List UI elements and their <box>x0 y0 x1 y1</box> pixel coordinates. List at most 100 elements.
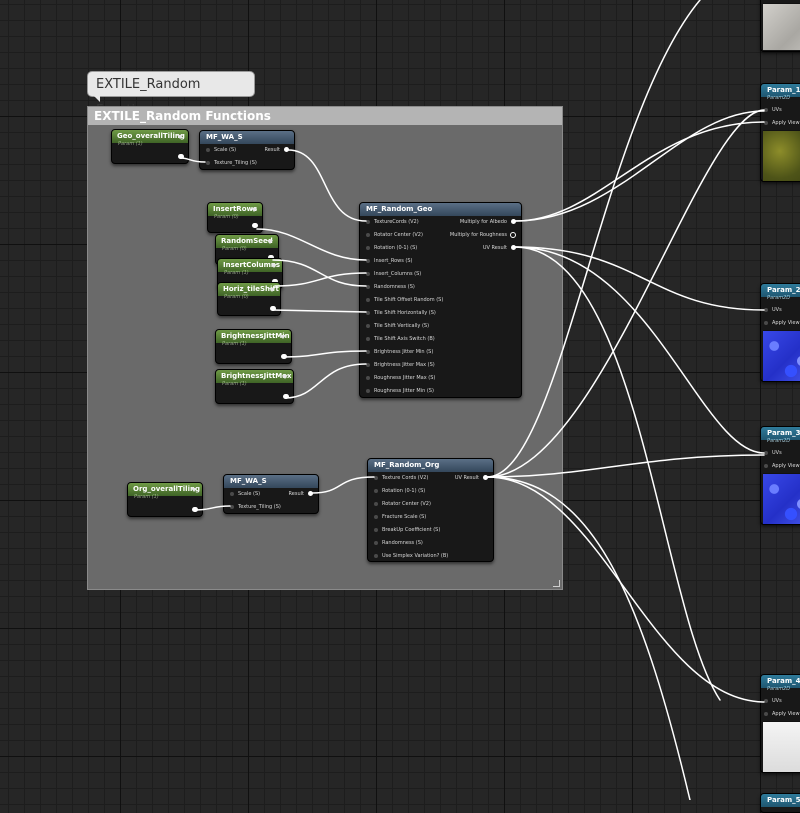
collapse-arrow-icon[interactable] <box>267 240 273 244</box>
output-pin-uv-result[interactable]: UV Result <box>483 244 517 252</box>
texture-param-3[interactable]: Param_3 Param2D UVs Apply View <box>760 426 800 525</box>
param-org-overall-tiling[interactable]: Org_overallTiling Param (1) <box>127 482 203 517</box>
input-pin-roughness-jitter-max[interactable]: Roughness Jitter Max (S) <box>366 374 435 382</box>
texture-param-5[interactable]: Param_5 <box>760 793 800 813</box>
node-subtitle: Param (1) <box>134 494 159 500</box>
node-subtitle: Param (1) <box>222 341 247 347</box>
output-pin[interactable] <box>270 306 276 311</box>
node-mf-wa-s-top[interactable]: MF_WA_S Scale (S) Texture_Tiling (S) Res… <box>199 130 295 170</box>
input-pin-rotation[interactable]: Rotation (0-1) (S) <box>366 244 417 252</box>
input-pin-scale[interactable]: Scale (S) <box>230 490 260 498</box>
comment-header[interactable]: EXTILE_Random Functions <box>88 107 562 125</box>
output-pin-result[interactable]: Result <box>289 490 314 498</box>
input-pin-texture-cords[interactable]: TextureCords (V2) <box>366 218 419 226</box>
input-pin-texture-tiling[interactable]: Texture_Tiling (S) <box>230 503 281 511</box>
texture-preview <box>763 3 800 50</box>
texture-preview <box>763 330 800 381</box>
collapse-arrow-icon[interactable] <box>251 208 257 212</box>
collapse-arrow-icon[interactable] <box>282 375 288 379</box>
input-pin-breakup-coefficient[interactable]: BreakUp Coefficient (S) <box>374 526 440 534</box>
node-title: BrightnessJittMin <box>216 330 291 343</box>
input-pin-uvs[interactable]: UVs <box>764 306 782 314</box>
texture-preview <box>763 473 800 524</box>
input-pin-texture-tiling[interactable]: Texture_Tiling (S) <box>206 159 257 167</box>
output-pin-uv-result[interactable]: UV Result <box>455 474 489 482</box>
input-pin-tile-shift-offset-random[interactable]: Tile Shift Offset Random (S) <box>366 296 443 304</box>
output-pin[interactable] <box>192 507 198 512</box>
input-pin-uvs[interactable]: UVs <box>764 449 782 457</box>
param-brightness-jitt-max[interactable]: BrightnessJittMax Param (1) <box>215 369 294 404</box>
node-title: MF_WA_S <box>224 475 318 488</box>
collapse-arrow-icon[interactable] <box>269 288 275 292</box>
node-title: MF_Random_Geo <box>360 203 521 216</box>
input-pin-rotator-center[interactable]: Rotator Center (V2) <box>374 500 431 508</box>
input-pin-scale[interactable]: Scale (S) <box>206 146 236 154</box>
input-pin-brightness-jitter-max[interactable]: Brightness Jitter Max (S) <box>366 361 435 369</box>
input-pin-roughness-jitter-min[interactable]: Roughness Jitter Min (S) <box>366 387 434 395</box>
output-pin-multiply-for-albedo[interactable]: Multiply for Albedo <box>460 218 517 226</box>
node-title: InsertRows <box>208 203 262 216</box>
output-pin-result[interactable]: Result <box>265 146 290 154</box>
node-subtitle: Param (1) <box>118 141 143 147</box>
node-title: Org_overallTiling <box>128 483 202 496</box>
node-title: MF_Random_Org <box>368 459 493 472</box>
node-subtitle: Param (1) <box>224 270 249 276</box>
node-title: Param_4 <box>761 675 800 688</box>
input-pin-tile-shift-horizontally[interactable]: Tile Shift Horizontally (S) <box>366 309 436 317</box>
input-pin-tile-shift-vertically[interactable]: Tile Shift Vertically (S) <box>366 322 429 330</box>
collapse-arrow-icon[interactable] <box>177 135 183 139</box>
input-pin-apply-view[interactable]: Apply View <box>764 319 800 327</box>
texture-param-node-top[interactable] <box>760 0 800 52</box>
node-title: Param_1 <box>761 84 800 97</box>
collapse-arrow-icon[interactable] <box>191 488 197 492</box>
output-pin[interactable] <box>281 354 287 359</box>
output-pin-multiply-for-roughness[interactable]: Multiply for Roughness <box>450 231 517 239</box>
param-brightness-jitt-min[interactable]: BrightnessJittMin Param (1) <box>215 329 292 364</box>
node-subtitle: Param2D <box>767 686 791 692</box>
input-pin-use-simplex-variation[interactable]: Use Simplex Variation? (B) <box>374 552 448 560</box>
node-title: InsertColumns <box>218 259 282 272</box>
texture-preview <box>763 721 800 772</box>
input-pin-apply-view[interactable]: Apply View <box>764 119 800 127</box>
node-title: MF_WA_S <box>200 131 294 144</box>
node-mf-wa-s-bottom[interactable]: MF_WA_S Scale (S) Texture_Tiling (S) Res… <box>223 474 319 514</box>
node-title: Geo_overallTiling <box>112 130 188 143</box>
comment-resize-handle[interactable] <box>553 580 560 587</box>
input-pin-tile-shift-axis-switch[interactable]: Tile Shift Axis Switch (B) <box>366 335 435 343</box>
input-pin-insert-rows[interactable]: Insert_Rows (S) <box>366 257 413 265</box>
param-horiz-tile-shift[interactable]: Horiz_tileShift Param (0) <box>217 282 281 316</box>
texture-preview <box>763 130 800 181</box>
input-pin-randomness[interactable]: Randomness (S) <box>366 283 415 291</box>
input-pin-uvs[interactable]: UVs <box>764 697 782 705</box>
input-pin-brightness-jitter-min[interactable]: Brightness Jitter Min (S) <box>366 348 433 356</box>
input-pin-uvs[interactable]: UVs <box>764 106 782 114</box>
input-pin-randomness[interactable]: Randomness (S) <box>374 539 423 547</box>
texture-param-2[interactable]: Param_2 Param2D UVs Apply View <box>760 283 800 382</box>
input-pin-texture-cords[interactable]: Texture Cords (V2) <box>374 474 428 482</box>
collapse-arrow-icon[interactable] <box>271 264 277 268</box>
node-title: Param_5 <box>761 794 800 807</box>
input-pin-fracture-scale[interactable]: Fracture Scale (S) <box>374 513 426 521</box>
texture-param-1[interactable]: Param_1 Param2D UVs Apply View <box>760 83 800 182</box>
node-mf-random-geo[interactable]: MF_Random_Geo TextureCords (V2) Rotator … <box>359 202 522 398</box>
comment-bubble[interactable]: EXTILE_Random Functions <box>87 71 255 118</box>
node-mf-random-org[interactable]: MF_Random_Org Texture Cords (V2) Rotatio… <box>367 458 494 562</box>
node-subtitle: Param (0) <box>224 294 249 300</box>
collapse-arrow-icon[interactable] <box>280 335 286 339</box>
input-pin-apply-view[interactable]: Apply View <box>764 462 800 470</box>
input-pin-rotator-center[interactable]: Rotator Center (V2) <box>366 231 423 239</box>
output-pin[interactable] <box>283 394 289 399</box>
texture-param-4[interactable]: Param_4 Param2D UVs Apply View <box>760 674 800 773</box>
input-pin-apply-view[interactable]: Apply View <box>764 710 800 718</box>
input-pin-insert-columns[interactable]: Insert_Columns (S) <box>366 270 421 278</box>
node-subtitle: Param2D <box>767 95 791 101</box>
param-geo-overall-tiling[interactable]: Geo_overallTiling Param (1) <box>111 129 189 164</box>
node-subtitle: Param2D <box>767 295 791 301</box>
output-pin[interactable] <box>178 154 184 159</box>
node-subtitle: Param2D <box>767 438 791 444</box>
output-pin[interactable] <box>252 223 258 228</box>
param-insert-rows[interactable]: InsertRows Param (0) <box>207 202 263 233</box>
node-title: BrightnessJittMax <box>216 370 293 383</box>
input-pin-rotation[interactable]: Rotation (0-1) (S) <box>374 487 425 495</box>
